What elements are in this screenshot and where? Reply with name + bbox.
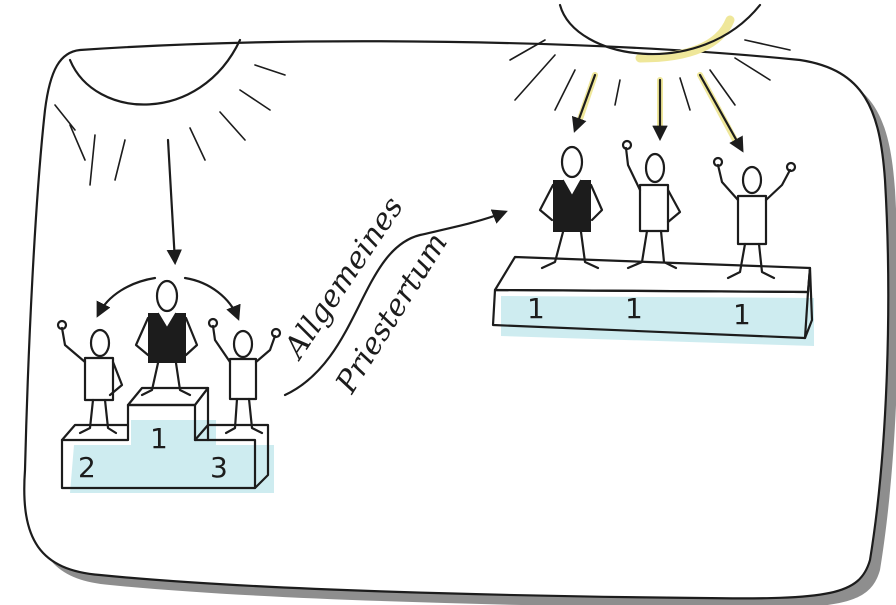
left-podium-place-1: 1	[150, 422, 168, 455]
right-podium-label-3: 1	[733, 298, 751, 331]
stick-figure-right-third	[712, 156, 797, 280]
right-podium	[491, 255, 814, 346]
curve-arrow-to-second	[96, 276, 157, 318]
right-podium-label-1: 1	[527, 292, 545, 325]
stick-figure-first-suit	[134, 279, 199, 397]
stick-figure-right-suit	[538, 145, 604, 270]
left-podium	[60, 386, 274, 493]
left-sun	[54, 38, 286, 186]
stick-figure-right-middle	[621, 139, 682, 270]
right-podium-label-2: 1	[625, 292, 643, 325]
right-sun	[509, 3, 791, 153]
curve-arrow-to-third	[183, 276, 241, 321]
left-podium-place-2: 2	[78, 451, 96, 484]
transition-arrow	[283, 209, 508, 397]
stick-figure-second	[56, 319, 124, 435]
stick-figure-third	[207, 317, 282, 435]
sun-arrow-left	[166, 138, 182, 266]
left-podium-place-3: 3	[210, 451, 228, 484]
